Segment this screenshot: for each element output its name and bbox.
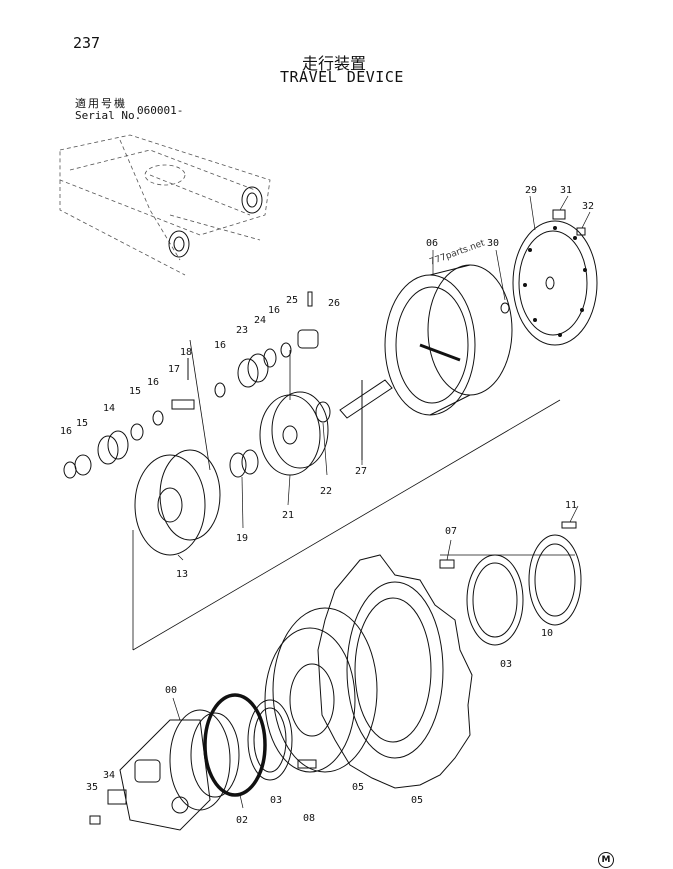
label-15-b: 15: [76, 418, 88, 429]
part-07-housing: [384, 264, 513, 416]
part-35-plug: [89, 815, 101, 825]
title-japanese: 走行装置: [302, 54, 367, 73]
part-34-plate: [107, 789, 127, 805]
label-27: 27: [355, 466, 367, 477]
label-13: 13: [176, 569, 188, 580]
undercarriage-motors: [168, 186, 263, 258]
part-labels: 29 31 32 06 30 25 26 16 24 23 16 18 17 1…: [60, 185, 594, 826]
label-10: 10: [541, 628, 553, 639]
serial-label-english: Serial No.: [75, 109, 142, 122]
label-31: 31: [560, 185, 572, 196]
title-english: TRAVEL DEVICE: [280, 68, 404, 86]
label-11: 11: [565, 500, 577, 511]
part-06-bolt: [439, 559, 455, 569]
part-16-washer: [214, 382, 226, 398]
label-07: 06: [426, 238, 438, 249]
part-22-washer: [315, 401, 331, 423]
serial-label-japanese: 適用号機: [75, 97, 127, 110]
label-03-upper: 03: [500, 659, 512, 670]
part-31-bolt: [552, 209, 566, 220]
label-04: 05: [352, 782, 364, 793]
label-14: 14: [103, 403, 115, 414]
label-00: 00: [165, 685, 177, 696]
label-24: 24: [254, 315, 266, 326]
undercarriage-sketch: [59, 134, 271, 276]
part-03-ring-lower: [247, 699, 293, 781]
part-17-pin: [171, 399, 195, 410]
label-18: 18: [180, 347, 192, 358]
label-17: 17: [168, 364, 180, 375]
label-23: 23: [236, 325, 248, 336]
label-34: 34: [103, 770, 115, 781]
label-29: 29: [525, 185, 537, 196]
part-08-bolt: [297, 759, 317, 769]
part-10-seal: [528, 534, 582, 626]
corner-m-mark: M: [598, 852, 614, 868]
leader-lines: [172, 195, 591, 809]
assembly-frame: [132, 339, 575, 651]
part-11-bolt: [561, 521, 577, 529]
label-35: 35: [86, 782, 98, 793]
label-21: 21: [282, 510, 294, 521]
part-04-hub: [264, 607, 378, 773]
label-16-a: 16: [268, 305, 280, 316]
part-02-oring: [203, 693, 267, 797]
label-30: 30: [487, 238, 499, 249]
parts-14-16-bearings: [63, 410, 164, 479]
label-16-d: 16: [60, 426, 72, 437]
page-number: 237: [73, 34, 101, 52]
label-16-b: 16: [214, 340, 226, 351]
label-26: 26: [328, 298, 340, 309]
label-19: 19: [236, 533, 248, 544]
label-06: 07: [445, 526, 457, 537]
label-22: 22: [320, 486, 332, 497]
part-00-motor-assembly: [119, 709, 240, 831]
serial-number-value: 060001-: [137, 104, 184, 117]
part-03-ring-upper: [466, 554, 524, 646]
label-02: 02: [236, 815, 248, 826]
part-13-planet-housing: [134, 449, 221, 556]
label-16-c: 16: [147, 377, 159, 388]
part-29-cover: [512, 220, 598, 346]
label-08: 08: [303, 813, 315, 824]
label-15-a: 15: [129, 386, 141, 397]
part-27-shaft: [339, 379, 393, 460]
label-03-lower: 03: [270, 795, 282, 806]
part-05-sprocket: [317, 554, 473, 789]
part-19-bearing: [229, 449, 259, 478]
part-30-ring: [500, 302, 510, 314]
parts-23-26-stack: [237, 291, 319, 388]
label-05: 05: [411, 795, 423, 806]
label-32: 32: [582, 201, 594, 212]
part-32-plug: [576, 227, 586, 236]
label-25: 25: [286, 295, 298, 306]
